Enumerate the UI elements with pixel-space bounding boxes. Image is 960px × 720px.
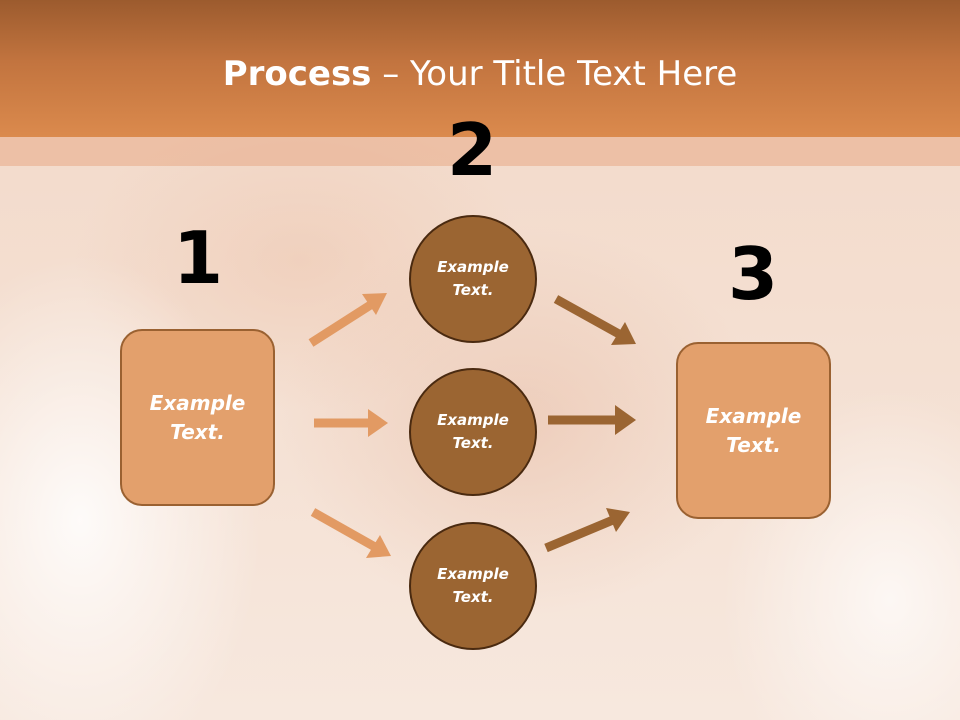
step-3-label: Example Text.	[705, 403, 802, 457]
title-bar	[0, 0, 960, 137]
step-number-2: 2	[446, 108, 498, 192]
step-number-3: 3	[727, 232, 779, 316]
step-1-box: Example Text.	[120, 329, 275, 506]
circle-top-label: Example Text.	[437, 258, 509, 299]
arrow-top-to-3	[553, 295, 636, 345]
step-3-box: Example Text.	[676, 342, 831, 519]
step-1-label: Example Text.	[149, 390, 246, 444]
step-number-1: 1	[172, 216, 224, 300]
arrow-1-to-top	[308, 293, 387, 347]
step-2-circle-middle: Example Text.	[409, 368, 537, 496]
circle-bottom-label: Example Text.	[437, 565, 509, 606]
arrow-middle-to-3	[548, 405, 636, 435]
step-2-circle-bottom: Example Text.	[409, 522, 537, 650]
title-bar-band	[0, 137, 960, 166]
arrow-1-to-bottom	[310, 508, 391, 558]
slide-title-bold: Process	[222, 54, 372, 94]
arrow-1-to-middle	[314, 409, 388, 437]
slide-title-rest: – Your Title Text Here	[371, 54, 738, 94]
slide-title: Process – Your Title Text Here	[0, 52, 960, 96]
arrow-bottom-to-3	[544, 508, 630, 553]
step-2-circle-top: Example Text.	[409, 215, 537, 343]
circle-middle-label: Example Text.	[437, 411, 509, 452]
